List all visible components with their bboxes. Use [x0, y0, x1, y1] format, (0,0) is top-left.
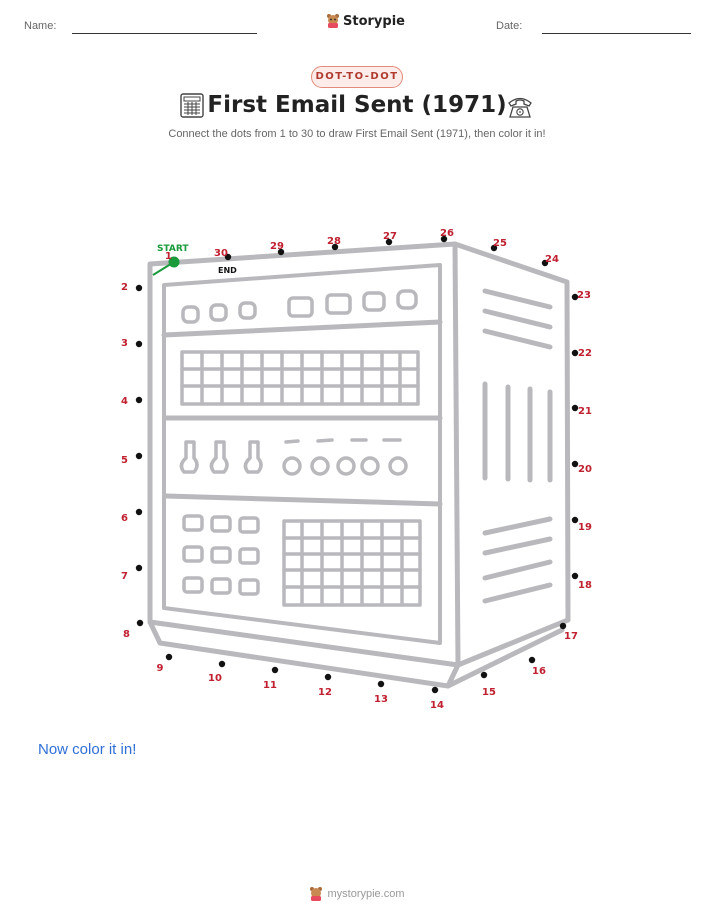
name-line — [72, 33, 257, 34]
dot-17[interactable] — [559, 622, 567, 630]
dot-21[interactable] — [571, 404, 579, 412]
dot-27[interactable] — [385, 238, 393, 246]
dot-16[interactable] — [528, 656, 536, 664]
dot-number-12: 12 — [318, 687, 332, 698]
dot-3[interactable] — [135, 340, 143, 348]
dot-number-23: 23 — [577, 290, 591, 301]
dot-7[interactable] — [135, 564, 143, 572]
dot-number-13: 13 — [374, 694, 388, 705]
dot-number-30: 30 — [214, 248, 228, 259]
dot-number-24: 24 — [545, 254, 559, 265]
dot-number-5: 5 — [121, 455, 128, 466]
dot-number-11: 11 — [263, 680, 277, 691]
dot-number-1: 1 — [165, 251, 172, 262]
dot-number-2: 2 — [121, 282, 128, 293]
dot-4[interactable] — [135, 396, 143, 404]
worksheet-header: Name: Storypie Date: — [0, 0, 714, 50]
dot-5[interactable] — [135, 452, 143, 460]
dot-number-4: 4 — [121, 396, 128, 407]
dot-30[interactable] — [224, 253, 232, 261]
dot-13[interactable] — [377, 680, 385, 688]
start-label: START — [157, 244, 189, 254]
dot-28[interactable] — [331, 243, 339, 251]
color-prompt: Now color it in! — [38, 741, 137, 758]
dot-10[interactable] — [218, 660, 226, 668]
dot-number-26: 26 — [440, 228, 454, 239]
dot-26[interactable] — [440, 235, 448, 243]
dot-number-15: 15 — [482, 687, 496, 698]
dot-29[interactable] — [277, 248, 285, 256]
computer-icon — [180, 93, 204, 118]
brand-logo[interactable]: Storypie — [326, 13, 405, 29]
dot-number-8: 8 — [123, 629, 130, 640]
dot-number-7: 7 — [121, 571, 128, 582]
dot-number-14: 14 — [430, 700, 444, 711]
dot-number-9: 9 — [157, 663, 164, 674]
telephone-icon — [508, 97, 532, 118]
footer: mystorypie.com — [0, 886, 714, 902]
dot-to-dot-badge: DOT-TO-DOT — [311, 66, 403, 88]
date-label: Date: — [496, 20, 523, 32]
dot-number-25: 25 — [493, 238, 507, 249]
dot-number-28: 28 — [327, 236, 341, 247]
dots-layer: 1234567891011121314151617181920212223242… — [121, 228, 592, 711]
bear-logo-icon — [310, 887, 323, 901]
dot-number-22: 22 — [578, 348, 592, 359]
dot-number-21: 21 — [578, 406, 592, 417]
bear-logo-icon — [327, 14, 339, 28]
dot-2[interactable] — [135, 284, 143, 292]
dot-number-27: 27 — [383, 231, 397, 242]
dot-number-17: 17 — [564, 631, 578, 642]
name-label: Name: — [24, 20, 57, 32]
dot-19[interactable] — [571, 516, 579, 524]
dot-number-29: 29 — [270, 241, 284, 252]
footer-url[interactable]: mystorypie.com — [327, 888, 405, 900]
dot-24[interactable] — [541, 259, 549, 267]
dot-number-16: 16 — [532, 666, 546, 677]
dot-number-19: 19 — [578, 522, 592, 533]
dot-11[interactable] — [271, 666, 279, 674]
dot-6[interactable] — [135, 508, 143, 516]
dot-number-20: 20 — [578, 464, 592, 475]
dot-14[interactable] — [431, 686, 439, 694]
dot-15[interactable] — [480, 671, 488, 679]
dot-22[interactable] — [571, 349, 579, 357]
date-line — [542, 33, 691, 34]
page-title: First Email Sent (1971) — [207, 92, 507, 118]
end-label: END — [218, 266, 237, 275]
dot-12[interactable] — [324, 673, 332, 681]
computer-line-art — [147, 241, 571, 689]
dot-18[interactable] — [571, 572, 579, 580]
dot-25[interactable] — [490, 244, 498, 252]
dot-number-3: 3 — [121, 338, 128, 349]
instructions: Connect the dots from 1 to 30 to draw Fi… — [168, 128, 546, 140]
dot-9[interactable] — [165, 653, 173, 661]
dot-23[interactable] — [571, 293, 579, 301]
brand-name: Storypie — [343, 13, 405, 29]
start-dot[interactable] — [168, 256, 180, 268]
dot-number-18: 18 — [578, 580, 592, 591]
dot-number-10: 10 — [208, 673, 222, 684]
dot-20[interactable] — [571, 460, 579, 468]
dot-number-6: 6 — [121, 513, 128, 524]
dot-8[interactable] — [136, 619, 144, 627]
